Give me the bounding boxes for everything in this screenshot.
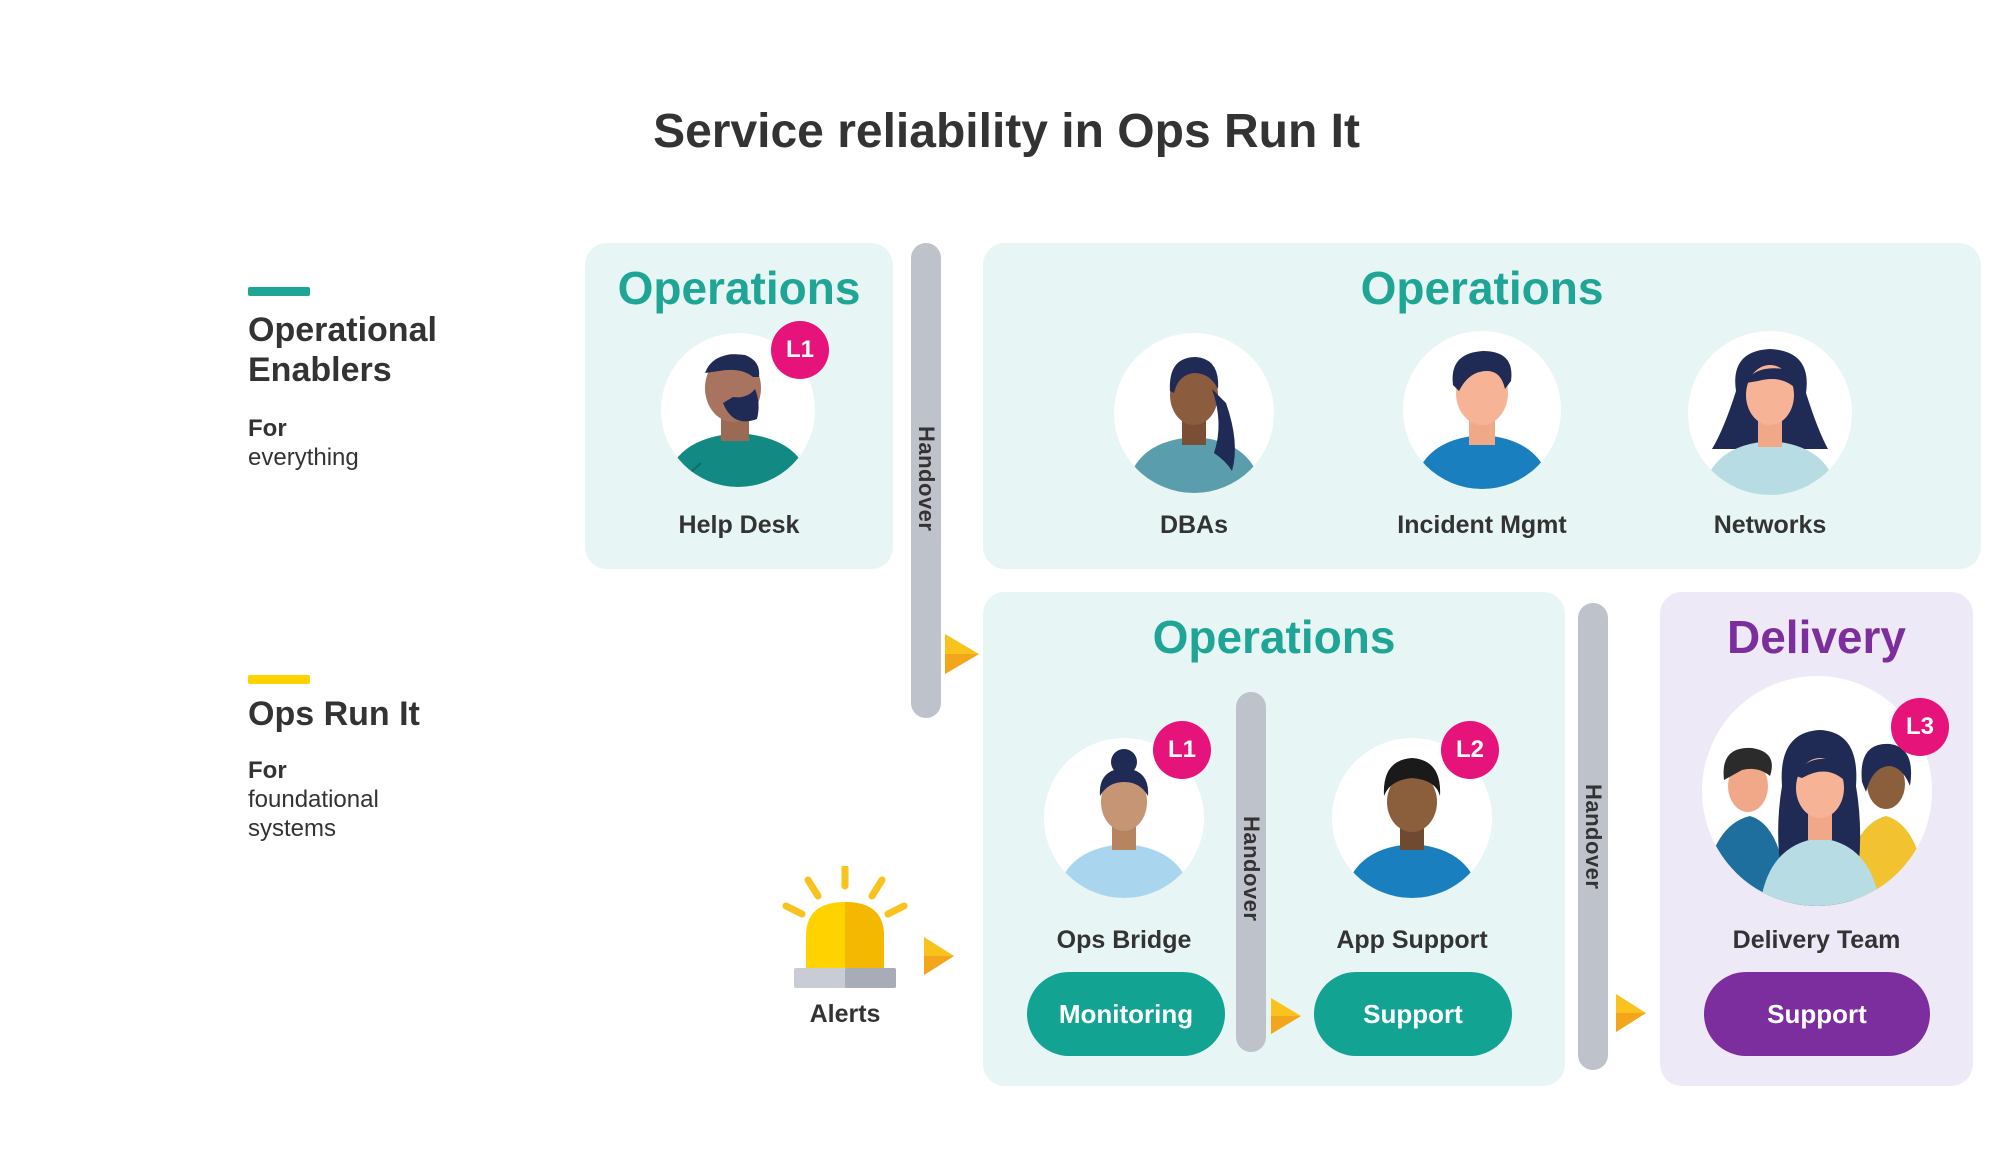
handover-label-1: Handover: [914, 426, 939, 532]
monitoring-button[interactable]: Monitoring: [1027, 972, 1225, 1056]
runit-heading: Ops Run It: [248, 695, 420, 733]
handover-bar-2: [1236, 692, 1266, 1052]
app-support-label: App Support: [1336, 926, 1488, 954]
woman-bun-icon: [1056, 749, 1192, 898]
woman-ponytail-icon: [1126, 357, 1262, 493]
arrow-right-icon: [945, 634, 979, 674]
help-desk-badge: L1: [771, 321, 829, 379]
delivery-team-avatar: [1702, 676, 1932, 906]
delivery-panel-title: Delivery: [1726, 611, 1906, 663]
delivery-team-label: Delivery Team: [1732, 926, 1901, 954]
enablers-description: For everything: [248, 414, 359, 472]
woman-long-hair-icon: [1702, 349, 1838, 495]
top-right-panel-title: Operations: [1360, 262, 1604, 314]
top-left-operations-panel: Operations L1 Help Desk: [585, 243, 893, 569]
arrow-right-icon: [1616, 994, 1646, 1032]
incident-mgmt-label: Incident Mgmt: [1397, 511, 1567, 539]
handover-bar-3: [1578, 603, 1608, 1070]
enablers-heading: Operational Enablers: [248, 310, 437, 390]
handover-label-2: Handover: [1239, 816, 1264, 922]
runit-legend-bar: [248, 675, 310, 684]
networks-avatar: [1688, 331, 1852, 495]
networks-label: Networks: [1713, 511, 1827, 539]
arrow-right-icon: [924, 937, 954, 975]
arrow-right-icon: [1271, 998, 1301, 1034]
enablers-legend-bar: [248, 287, 310, 296]
delivery-panel: Delivery L3 Delivery Team Support: [1660, 592, 1973, 1086]
runit-for: For: [248, 757, 287, 784]
enablers-heading-line1: Operational: [248, 311, 437, 349]
handover-label-3: Handover: [1581, 784, 1606, 890]
runit-desc-line2: systems: [248, 815, 337, 842]
delivery-support-button[interactable]: Support: [1704, 972, 1930, 1056]
bottom-operations-panel: Operations L1 Ops Bridge Monitoring Hand…: [983, 592, 1565, 1086]
incident-mgmt-avatar: [1403, 331, 1561, 489]
dbas-avatar: [1114, 333, 1274, 493]
ops-bridge-badge: L1: [1153, 721, 1211, 779]
enablers-desc: everything: [248, 444, 359, 471]
top-right-operations-panel: Operations DBAs Incident Mgmt Networ: [983, 243, 1981, 569]
handover-bar-1: [911, 243, 941, 718]
runit-description: For foundational systems: [248, 756, 379, 843]
top-left-panel-title: Operations: [617, 262, 861, 314]
alerts-label: Alerts: [809, 1000, 881, 1028]
enablers-heading-line2: Enablers: [248, 351, 392, 389]
runit-desc-line1: foundational: [248, 786, 379, 813]
alarm-light-icon: [782, 866, 908, 988]
page-title: Service reliability in Ops Run It: [653, 105, 1360, 158]
man-dark-hair-icon: [1344, 758, 1480, 898]
enablers-for: For: [248, 415, 287, 442]
delivery-team-badge: L3: [1891, 698, 1949, 756]
app-support-button[interactable]: Support: [1314, 972, 1512, 1056]
ops-bridge-label: Ops Bridge: [1056, 926, 1192, 954]
dbas-label: DBAs: [1159, 511, 1229, 539]
bottom-panel-title: Operations: [1152, 611, 1396, 663]
man-short-hair-icon: [1413, 351, 1551, 489]
app-support-badge: L2: [1441, 721, 1499, 779]
help-desk-label: Help Desk: [678, 511, 800, 539]
